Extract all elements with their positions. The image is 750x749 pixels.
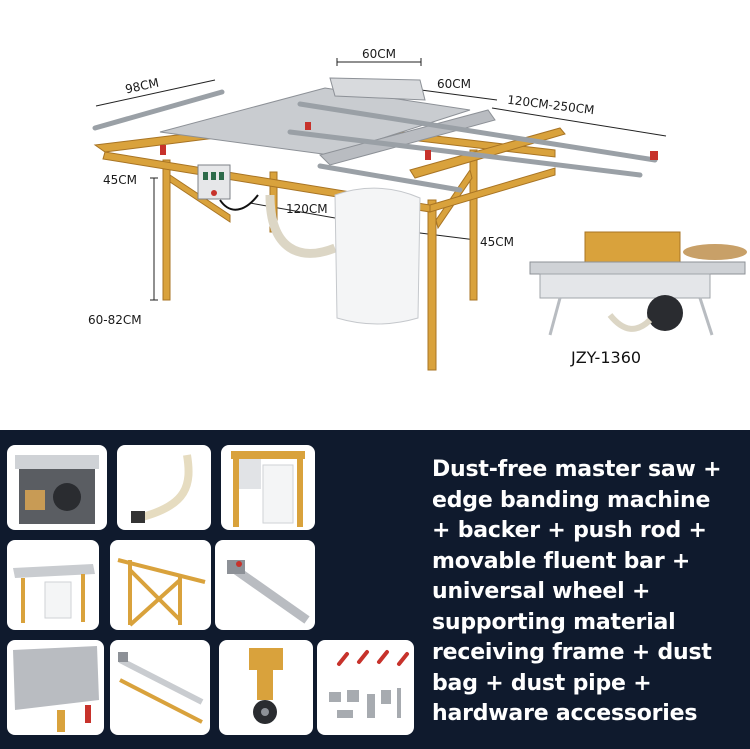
thumb-universal-wheel: [219, 640, 313, 735]
description-line: movable fluent bar +: [432, 548, 691, 574]
thumb-cabinet-dust-bag: [221, 445, 315, 530]
thumb-table-corner: [7, 640, 104, 735]
dim-top-left-width: 60CM: [362, 47, 397, 61]
dim-height-range: 60-82CM: [88, 313, 142, 327]
edge-banding-machine-icon: [529, 231, 747, 336]
thumb-dust-pipe: [117, 445, 211, 530]
hardware-accessories-photo-icon: [329, 650, 409, 718]
description-line: bag + dust pipe +: [432, 670, 652, 696]
description-line: universal wheel +: [432, 579, 651, 604]
saw-unit-photo-icon: [15, 455, 99, 524]
table-with-bag-photo-icon: [13, 564, 95, 623]
dust-pipe-photo-icon: [131, 454, 193, 523]
thumb-gold-frame: [110, 540, 211, 630]
push-rod-photo-icon: [227, 560, 310, 624]
thumb-hardware-accessories: [317, 640, 414, 735]
description-line: edge banding machine: [432, 487, 711, 513]
product-diagram: 60CM 60CM 98CM 120CM-250CM 45CM 120CM 45…: [88, 47, 747, 371]
description-line: hardware accessories: [432, 701, 698, 726]
accessories-description: Dust-free master saw + edge banding mach…: [432, 455, 744, 730]
dim-table-length: 120CM: [286, 202, 328, 216]
description-line: receiving frame + dust: [432, 640, 712, 665]
thumb-saw-unit: [7, 445, 107, 530]
universal-wheel-photo-icon: [249, 648, 283, 724]
fluent-bar-photo-icon: [118, 652, 204, 724]
description-line: Dust-free master saw +: [432, 457, 722, 482]
cabinet-dust-bag-photo-icon: [231, 451, 305, 527]
thumb-fluent-bar: [110, 640, 210, 735]
dim-right-overhang: 45CM: [480, 235, 515, 249]
description-line: + backer + push rod +: [432, 518, 707, 543]
gold-frame-photo-icon: [117, 558, 206, 627]
dim-left-overhang: 45CM: [103, 173, 138, 187]
inset-model-label: JZY-1360: [571, 348, 642, 367]
dim-top-right-width: 60CM: [437, 77, 472, 91]
table-corner-photo-icon: [13, 646, 99, 732]
thumb-push-rod: [215, 540, 315, 630]
thumb-table-with-bag: [7, 540, 99, 630]
description-line: supporting material: [432, 609, 676, 635]
saw-table-illustration: [92, 58, 747, 371]
